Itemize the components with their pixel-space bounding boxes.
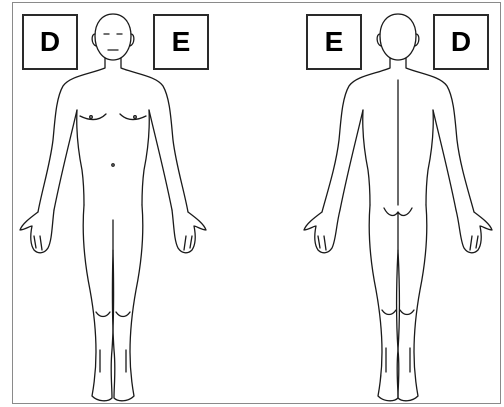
back-left-hand [304,210,340,253]
label-back-left: E [306,14,362,70]
back-head [380,14,416,60]
back-torso-left [322,58,390,212]
label-back-right: D [433,14,489,70]
back-right-hand [456,210,492,253]
back-torso-right [406,58,474,212]
back-right-leg [397,205,427,401]
label-front-left: D [22,14,78,70]
label-front-right: E [153,14,209,70]
back-left-leg [369,205,399,401]
